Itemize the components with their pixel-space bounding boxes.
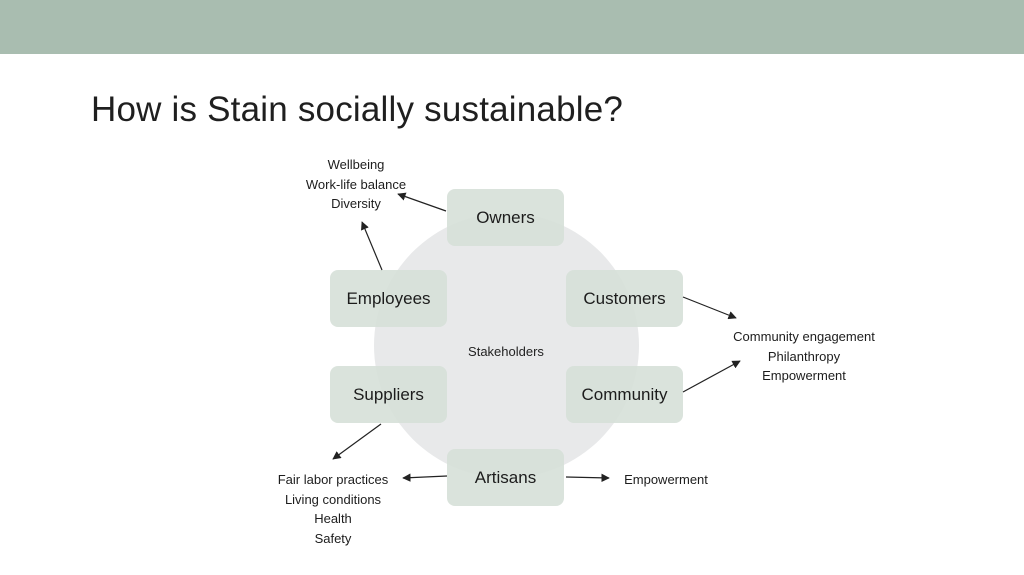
outcome-item: Empowerment: [624, 472, 708, 487]
outcome-list-customers-community: Community engagement Philanthropy Empowe…: [718, 327, 890, 386]
header-band: [0, 0, 1024, 54]
node-owners: Owners: [447, 189, 564, 246]
node-artisans: Artisans: [447, 449, 564, 506]
node-community: Community: [566, 366, 683, 423]
outcome-item: Work-life balance: [305, 176, 407, 192]
outcome-item: Safety: [314, 530, 352, 546]
outcome-item: Empowerment: [762, 368, 846, 383]
node-suppliers: Suppliers: [330, 366, 447, 423]
outcome-item: Fair labor practices: [277, 472, 389, 487]
stakeholders-hub-circle: [374, 213, 639, 478]
outcome-item: Community engagement: [733, 329, 875, 344]
outcome-list-suppliers-artisans: Fair labor practices Living conditions H…: [262, 470, 404, 548]
node-customers: Customers: [566, 270, 683, 327]
node-employees: Employees: [330, 270, 447, 327]
outcome-item: Philanthropy: [767, 348, 841, 364]
arrow-employees-to-wellbeing: [361, 221, 383, 271]
outcome-item: Health: [314, 511, 352, 526]
arrow-artisans-to-fair-labor: [402, 473, 448, 482]
arrow-community-to-community-engagement: [682, 360, 741, 393]
outcome-list-artisans: Empowerment: [610, 470, 722, 490]
hub-label: Stakeholders: [468, 344, 544, 359]
outcome-item: Living conditions: [284, 491, 382, 507]
arrow-customers-to-community-engagement: [682, 296, 737, 320]
arrow-owners-to-wellbeing: [397, 192, 447, 212]
slide-title: How is Stain socially sustainable?: [91, 90, 624, 129]
outcome-item: Wellbeing: [327, 157, 385, 172]
arrow-artisans-to-empowerment: [565, 473, 610, 483]
arrow-suppliers-to-fair-labor: [332, 423, 382, 460]
outcome-item: Diversity: [331, 196, 381, 211]
outcome-list-owners-employees: Wellbeing Work-life balance Diversity: [286, 155, 426, 214]
